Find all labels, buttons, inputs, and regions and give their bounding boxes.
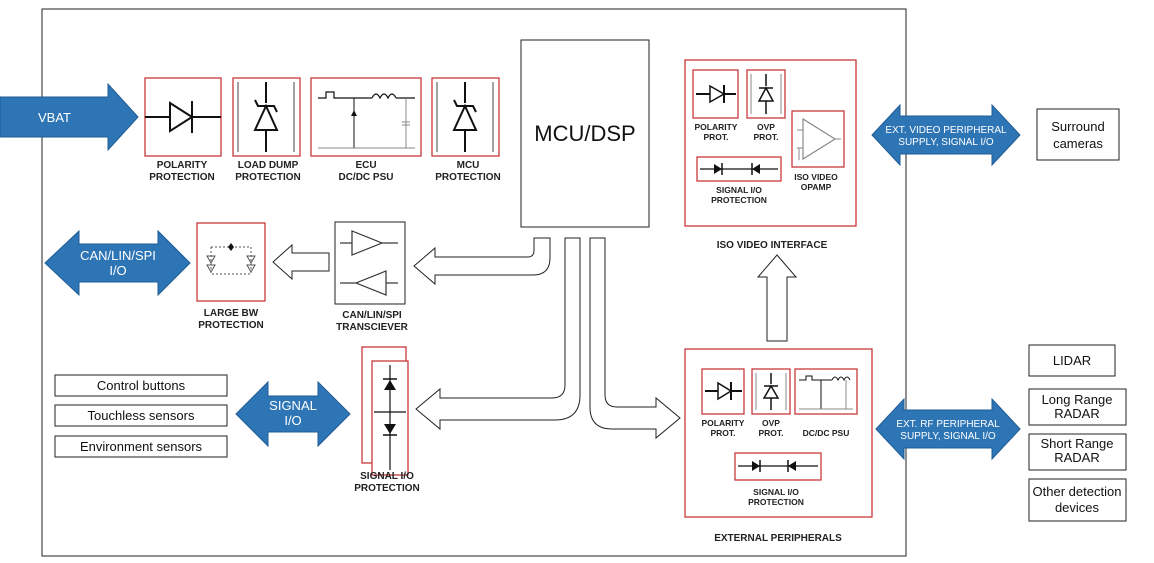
mcu-dsp-label: MCU/DSP bbox=[534, 121, 635, 146]
large-bw-label-1: LARGE BW bbox=[204, 308, 259, 319]
load-dump-protection-block: LOAD DUMP PROTECTION bbox=[232, 77, 301, 183]
iso-opamp-label-1: ISO VIDEO bbox=[794, 172, 838, 182]
transceiver-block: CAN/LIN/SPI TRANSCIEVER bbox=[334, 221, 409, 333]
control-buttons-label: Control buttons bbox=[97, 378, 186, 393]
surround-cameras-label-1: Surround bbox=[1051, 119, 1104, 134]
hollow-arrow-external-to-iso bbox=[756, 254, 798, 342]
mcu-dsp-block: MCU/DSP bbox=[520, 39, 650, 228]
other-detection-box: Other detection devices bbox=[1028, 478, 1127, 522]
ext-polarity-label-1: POLARITY bbox=[702, 418, 745, 428]
other-detection-label-2: devices bbox=[1055, 500, 1100, 515]
ext-video-label-2: SUPPLY, SIGNAL I/O bbox=[898, 137, 994, 148]
short-range-label-1: Short Range bbox=[1041, 436, 1114, 451]
short-range-radar-box: Short Range RADAR bbox=[1028, 433, 1127, 471]
ext-ovp-label-2: PROT. bbox=[758, 428, 783, 438]
ext-rf-arrow: EXT. RF PERIPHERAL SUPPLY, SIGNAL I/O bbox=[875, 397, 1021, 461]
transceiver-label-1: CAN/LIN/SPI bbox=[342, 310, 402, 321]
ext-signal-label-2: PROTECTION bbox=[748, 497, 804, 507]
touchless-sensors-box: Touchless sensors bbox=[54, 404, 228, 427]
hollow-arrow-mcu-to-external bbox=[589, 237, 681, 440]
vbat-label: VBAT bbox=[38, 110, 71, 125]
large-bw-label-2: PROTECTION bbox=[198, 320, 264, 331]
environment-sensors-box: Environment sensors bbox=[54, 435, 228, 458]
mcu-protection-block: MCU PROTECTION bbox=[431, 77, 501, 183]
large-bw-protection-block: LARGE BW PROTECTION bbox=[196, 222, 266, 331]
signal-io-protection-label-2: PROTECTION bbox=[354, 483, 420, 494]
ext-rf-label-1: EXT. RF PERIPHERAL bbox=[896, 419, 1000, 430]
hollow-arrow-mcu-to-signal-io bbox=[415, 237, 581, 431]
iso-polarity-label-1: POLARITY bbox=[695, 122, 738, 132]
signal-io-label-2: I/O bbox=[284, 413, 301, 428]
load-dump-label-2: PROTECTION bbox=[235, 172, 301, 183]
signal-io-protection-block: SIGNAL I/O PROTECTION bbox=[354, 346, 420, 494]
environment-sensors-label: Environment sensors bbox=[80, 439, 203, 454]
ext-video-arrow: EXT. VIDEO PERIPHERAL SUPPLY, SIGNAL I/O bbox=[871, 103, 1021, 167]
iso-video-interface-block: POLARITY PROT. OVP PROT. SIGNAL I/O PROT… bbox=[684, 59, 857, 251]
external-peripherals-block: POLARITY PROT. OVP PROT. DC/DC PSU SIGNA… bbox=[684, 348, 873, 544]
long-range-label-1: Long Range bbox=[1042, 392, 1113, 407]
can-io-label-2: I/O bbox=[109, 263, 126, 278]
ext-video-label-1: EXT. VIDEO PERIPHERAL bbox=[885, 125, 1007, 136]
iso-video-interface-label: ISO VIDEO INTERFACE bbox=[717, 240, 828, 251]
hollow-arrow-transceiver-to-largebw bbox=[272, 243, 330, 281]
iso-signal-label-1: SIGNAL I/O bbox=[716, 185, 762, 195]
signal-io-protection-label-1: SIGNAL I/O bbox=[360, 471, 414, 482]
polarity-protection-label-1: POLARITY bbox=[157, 160, 208, 171]
lidar-label: LIDAR bbox=[1053, 353, 1091, 368]
iso-signal-label-2: PROTECTION bbox=[711, 195, 767, 205]
long-range-label-2: RADAR bbox=[1054, 406, 1100, 421]
polarity-protection-block: POLARITY PROTECTION bbox=[144, 77, 222, 183]
transceiver-label-2: TRANSCIEVER bbox=[336, 322, 408, 333]
can-io-label-1: CAN/LIN/SPI bbox=[80, 248, 156, 263]
lidar-box: LIDAR bbox=[1028, 344, 1116, 377]
control-buttons-box: Control buttons bbox=[54, 374, 228, 397]
ext-polarity-label-2: PROT. bbox=[710, 428, 735, 438]
can-lin-spi-io-arrow: CAN/LIN/SPI I/O bbox=[44, 229, 191, 297]
ext-dcdc-label: DC/DC PSU bbox=[803, 428, 850, 438]
ext-signal-label-1: SIGNAL I/O bbox=[753, 487, 799, 497]
ext-ovp-label-1: OVP bbox=[762, 418, 780, 428]
load-dump-label-1: LOAD DUMP bbox=[238, 160, 299, 171]
ecu-label-1: ECU bbox=[355, 160, 376, 171]
short-range-label-2: RADAR bbox=[1054, 450, 1100, 465]
surround-cameras-label-2: cameras bbox=[1053, 136, 1103, 151]
iso-opamp-label-2: OPAMP bbox=[801, 182, 832, 192]
touchless-sensors-label: Touchless sensors bbox=[88, 408, 195, 423]
hollow-arrow-mcu-to-transceiver bbox=[413, 237, 551, 286]
iso-polarity-label-2: PROT. bbox=[703, 132, 728, 142]
ext-rf-label-2: SUPPLY, SIGNAL I/O bbox=[900, 431, 996, 442]
signal-io-arrow: SIGNAL I/O bbox=[235, 380, 351, 448]
signal-io-label-1: SIGNAL bbox=[269, 398, 317, 413]
polarity-protection-label-2: PROTECTION bbox=[149, 172, 215, 183]
other-detection-label-1: Other detection bbox=[1033, 484, 1122, 499]
surround-cameras-box: Surround cameras bbox=[1036, 108, 1120, 161]
mcu-protection-label-2: PROTECTION bbox=[435, 172, 501, 183]
long-range-radar-box: Long Range RADAR bbox=[1028, 388, 1127, 426]
iso-ovp-label-1: OVP bbox=[757, 122, 775, 132]
mcu-protection-label-1: MCU bbox=[457, 160, 480, 171]
ecu-psu-block: ECU DC/DC PSU bbox=[310, 77, 422, 183]
iso-ovp-label-2: PROT. bbox=[753, 132, 778, 142]
ecu-label-2: DC/DC PSU bbox=[338, 172, 393, 183]
vbat-arrow: VBAT bbox=[0, 82, 139, 152]
external-peripherals-label: EXTERNAL PERIPHERALS bbox=[714, 533, 842, 544]
